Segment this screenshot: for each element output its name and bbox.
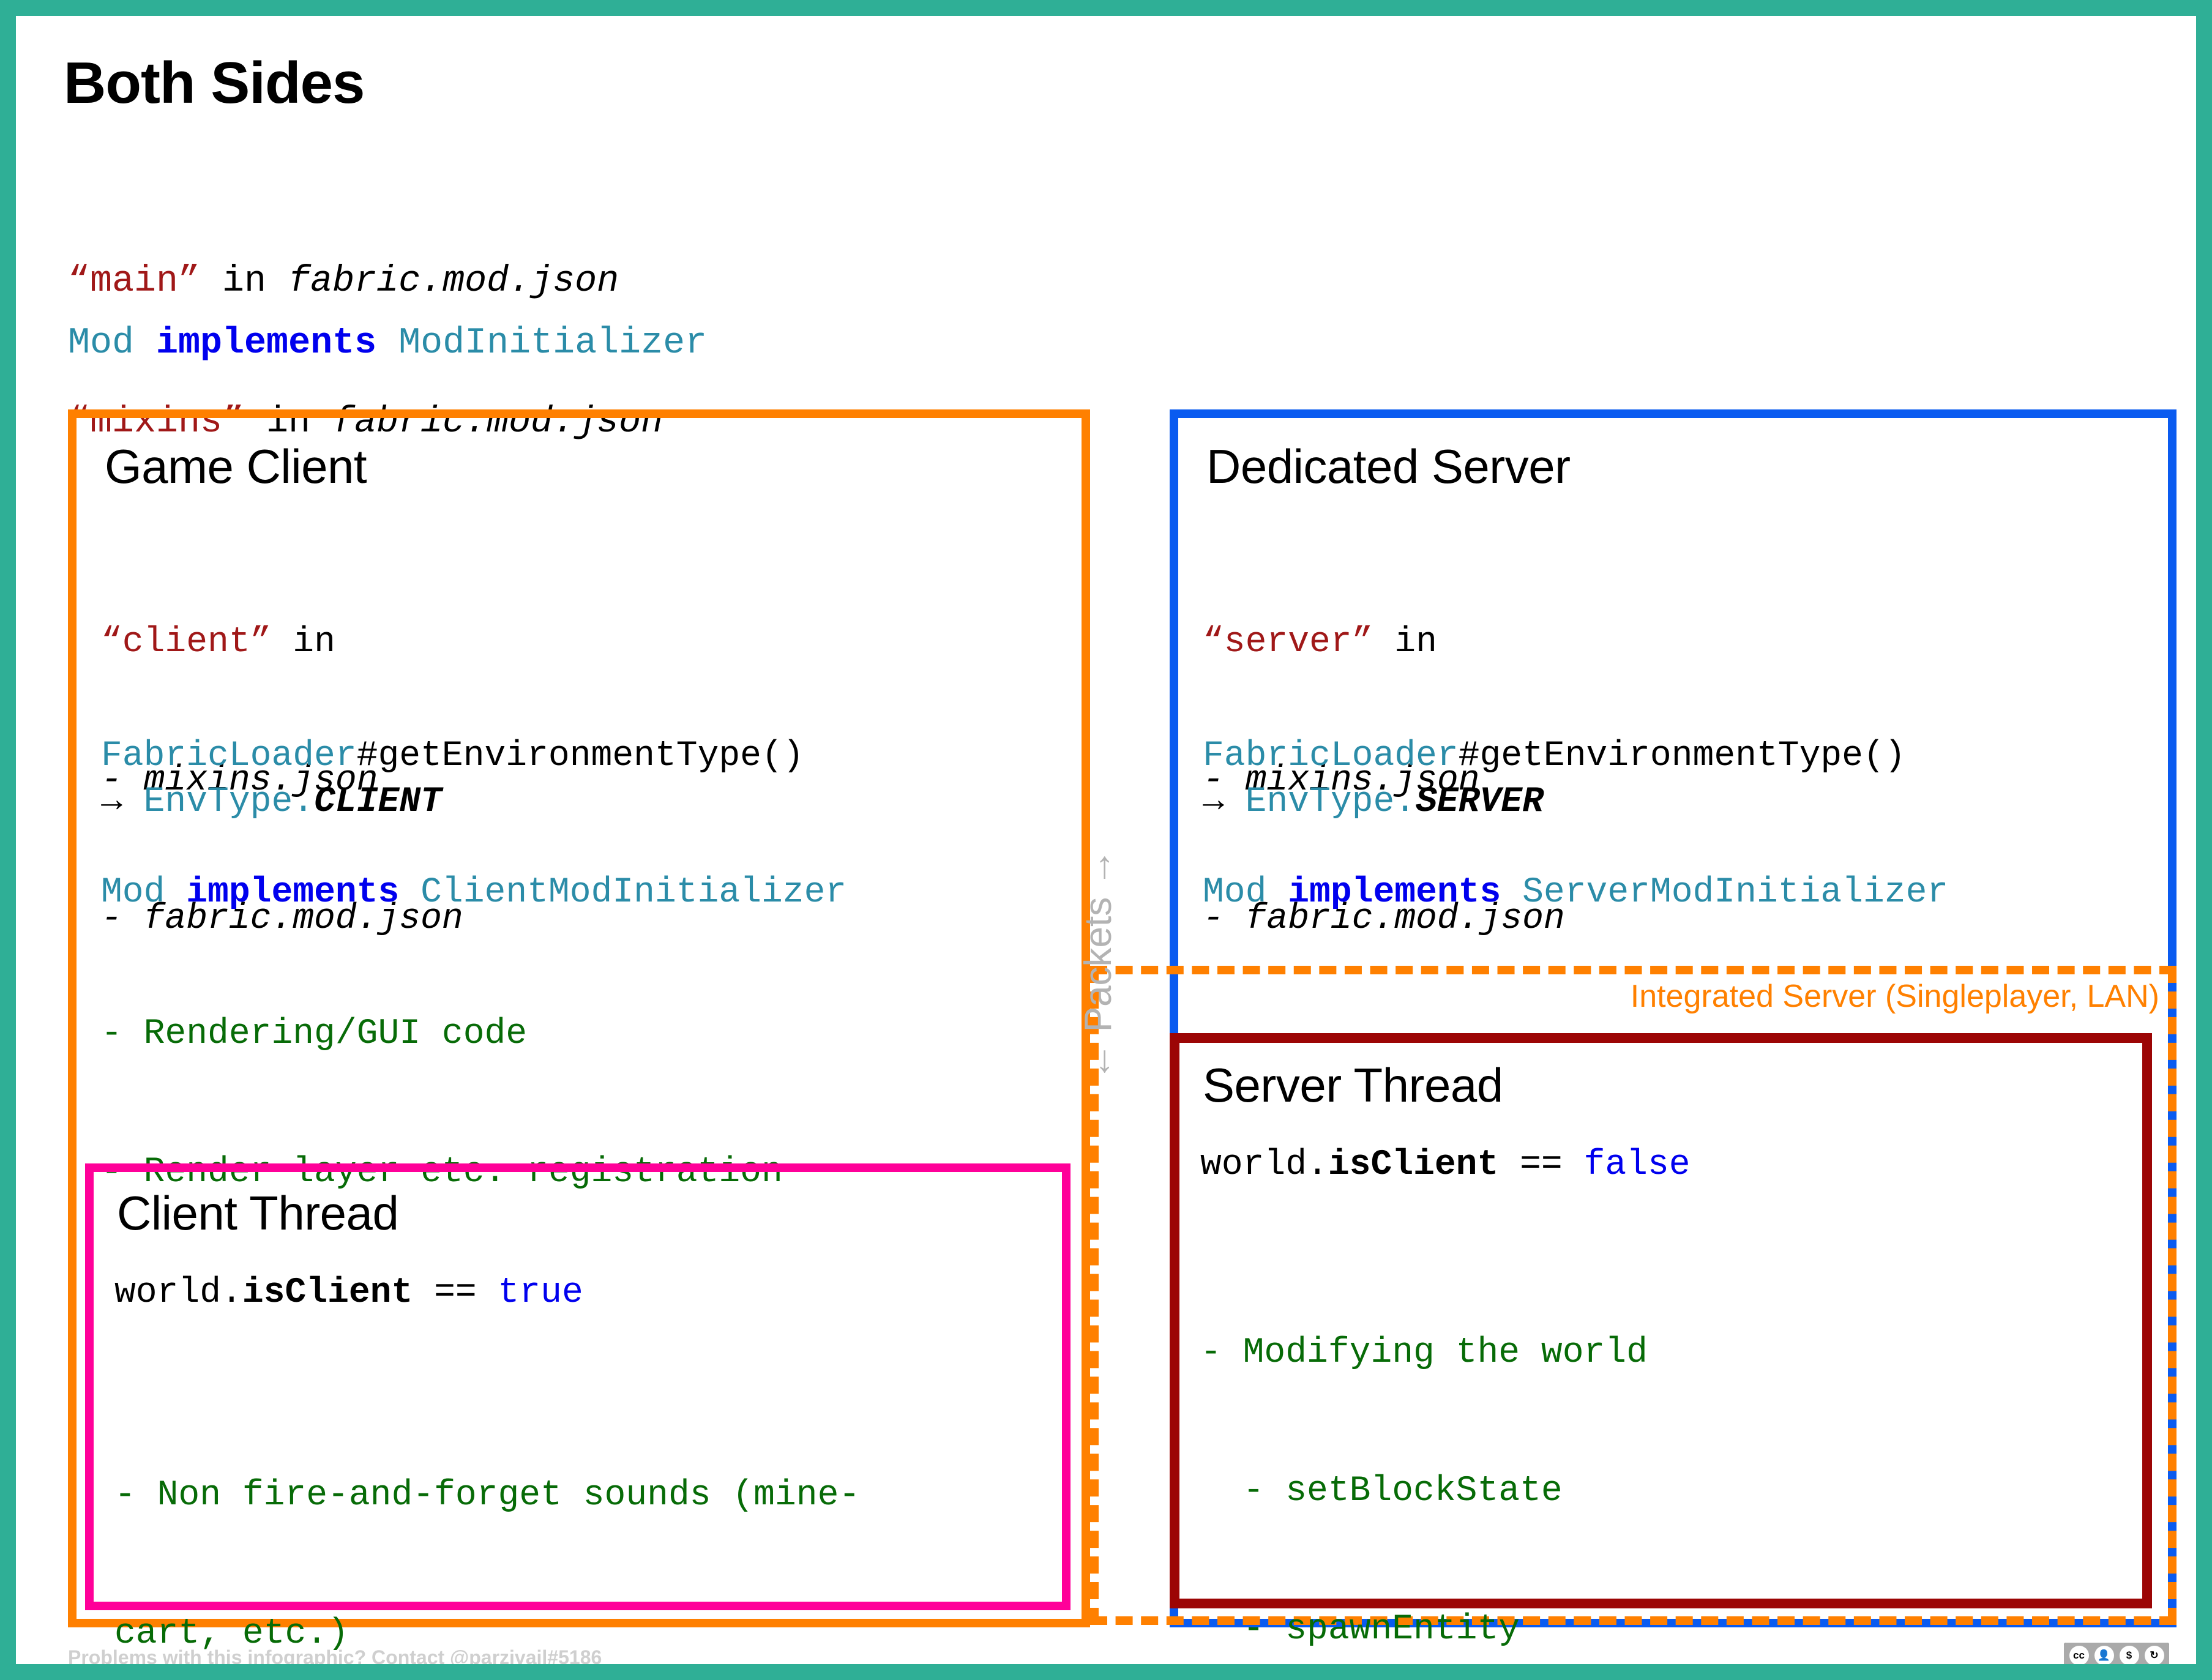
client-eq-operator: == (413, 1273, 498, 1313)
mod-prefix: Mod (68, 323, 157, 364)
server-thread-title: Server Thread (1203, 1058, 1503, 1112)
cc-nc-label: NC (2122, 1670, 2134, 1679)
server-fabricloader-class: FabricLoader (1203, 736, 1459, 776)
client-fabricloader-class: FabricLoader (101, 736, 357, 776)
cc-by-person-icon: 👤 (2094, 1646, 2114, 1664)
game-client-bullets: - Rendering/GUI code - Render layer etc.… (101, 919, 783, 1288)
server-envtype-result: → EnvType.SERVER (1203, 779, 1544, 825)
client-thread-box: Client Thread world.isClient == true - N… (85, 1163, 1071, 1654)
arrow-icon: → (101, 782, 144, 822)
server-thread-box: Server Thread world.isClient == false - … (1170, 1033, 2152, 1649)
server-world-prefix: world. (1200, 1145, 1328, 1185)
client-isclient-field: isClient (242, 1273, 413, 1313)
entrypoint-line-main: “main” in fabric.mod.json (68, 258, 663, 305)
mod-interface-name: ModInitializer (376, 323, 708, 364)
integrated-server-box: Integrated Server (Singleplayer, LAN) (1090, 966, 2177, 1625)
cc-sa-sharealike-icon: ↻ (2144, 1646, 2164, 1664)
server-entrypoints: “server” in - mixins.json - fabric.mod.j… (1203, 527, 1565, 1034)
server-key: “server” (1203, 622, 1373, 662)
entrypoint-main-in: in (200, 260, 289, 302)
server-envtype-call: FabricLoader#getEnvironmentType() (1203, 733, 1906, 779)
server-mod-interface: Mod implements ServerModInitializer (1203, 870, 1948, 916)
server-thread-bullets: - Modifying the world - setBlockState - … (1200, 1238, 1882, 1664)
client-mod-interface-name: ClientModInitializer (399, 873, 847, 913)
client-isclient-value: true (498, 1273, 583, 1313)
server-isclient-field: isClient (1328, 1145, 1499, 1185)
entrypoint-mixins-in: in (244, 401, 333, 443)
server-thread-condition: world.isClient == false (1200, 1142, 1691, 1188)
client-thread-bullet-sounds-line2: cart, etc.) (114, 1613, 349, 1654)
cc-labels-row: cc BY NC SA (2064, 1668, 2169, 1680)
client-envtype-value: CLIENT (314, 782, 442, 822)
server-key-line: “server” in (1203, 619, 1565, 665)
server-eq-operator: == (1498, 1145, 1584, 1185)
page-title: Both Sides (64, 50, 365, 116)
server-mod-interface-name: ServerModInitializer (1501, 873, 1949, 913)
dedicated-server-title: Dedicated Server (1206, 439, 1571, 493)
client-getenvironmenttype-method: #getEnvironmentType() (356, 736, 804, 776)
footer-contact-note: Problems with this infographic? Contact … (68, 1646, 602, 1668)
creative-commons-license-badge: cc 👤 $ ↻ cc BY NC SA (2064, 1643, 2169, 1680)
cc-logo-icon: cc (2069, 1646, 2089, 1664)
client-thread-condition: world.isClient == true (114, 1270, 583, 1316)
server-bullet-spawnentity: - spawnEntity (1200, 1610, 1520, 1650)
game-client-entrypoints: “client” in - mixins.json - fabric.mod.j… (101, 527, 463, 1034)
client-world-prefix: world. (114, 1273, 242, 1313)
server-bullet-modifying-world: - Modifying the world (1200, 1332, 1648, 1373)
server-implements-keyword: implements (1288, 873, 1501, 913)
server-bullet-setblockstate: - setBlockState (1200, 1471, 1563, 1511)
arrow-icon: → (1203, 782, 1246, 822)
client-thread-bullets: - Non fire-and-forget sounds (mine- cart… (114, 1380, 861, 1664)
client-key: “client” (101, 622, 272, 662)
entrypoint-mixins-key: “mixins” (68, 401, 245, 443)
integrated-server-label: Integrated Server (Singleplayer, LAN) (1630, 979, 2159, 1014)
both-sides-mod-interface: Mod implements ModInitializer (68, 325, 707, 362)
server-file-mixins: - mixins.json (1203, 760, 1480, 801)
cc-sa-label: SA (2147, 1670, 2159, 1679)
server-envtype-value: SERVER (1416, 782, 1544, 822)
client-thread-bullet-sounds-line1: - Non fire-and-forget sounds (mine- (114, 1475, 861, 1515)
server-mod-prefix: Mod (1203, 873, 1288, 913)
client-key-line: “client” in (101, 619, 463, 665)
client-file-mixins: - mixins.json (101, 760, 378, 801)
packets-label: ← Packets → (1077, 848, 1119, 1081)
client-envtype-call: FabricLoader#getEnvironmentType() (101, 733, 804, 779)
server-getenvironmenttype-method: #getEnvironmentType() (1458, 736, 1906, 776)
game-client-title: Game Client (105, 439, 367, 493)
game-client-box: Game Client “client” in - mixins.json - … (68, 409, 1090, 1627)
cc-icons-row: cc 👤 $ ↻ (2064, 1643, 2169, 1664)
server-isclient-value: false (1583, 1145, 1691, 1185)
client-envtype-prefix: EnvType. (143, 782, 315, 822)
client-thread-title: Client Thread (117, 1186, 399, 1240)
client-envtype-result: → EnvType.CLIENT (101, 779, 442, 825)
client-bullet-renderlayer: - Render layer etc. registration (101, 1152, 783, 1192)
client-implements-keyword: implements (186, 873, 400, 913)
server-key-in: in (1373, 622, 1437, 662)
cc-nc-nocommercial-icon: $ (2119, 1646, 2139, 1664)
client-key-in: in (271, 622, 335, 662)
entrypoint-main-file: fabric.mod.json (288, 260, 619, 302)
client-file-fabricmod: - fabric.mod.json (101, 899, 463, 939)
entrypoint-mixins-file: fabric.mod.json (332, 401, 663, 443)
implements-keyword: implements (156, 323, 377, 364)
both-sides-entrypoints: “main” in fabric.mod.json “mixins” in fa… (68, 164, 663, 540)
cc-by-label: BY (2097, 1670, 2109, 1679)
entrypoint-line-mixins: “mixins” in fabric.mod.json (68, 399, 663, 446)
entrypoint-main-key: “main” (68, 260, 201, 302)
client-mod-interface: Mod implements ClientModInitializer (101, 870, 846, 916)
server-envtype-prefix: EnvType. (1245, 782, 1416, 822)
client-mod-prefix: Mod (101, 873, 187, 913)
client-bullet-rendering: - Rendering/GUI code (101, 1014, 528, 1054)
server-file-fabricmod: - fabric.mod.json (1203, 899, 1565, 939)
